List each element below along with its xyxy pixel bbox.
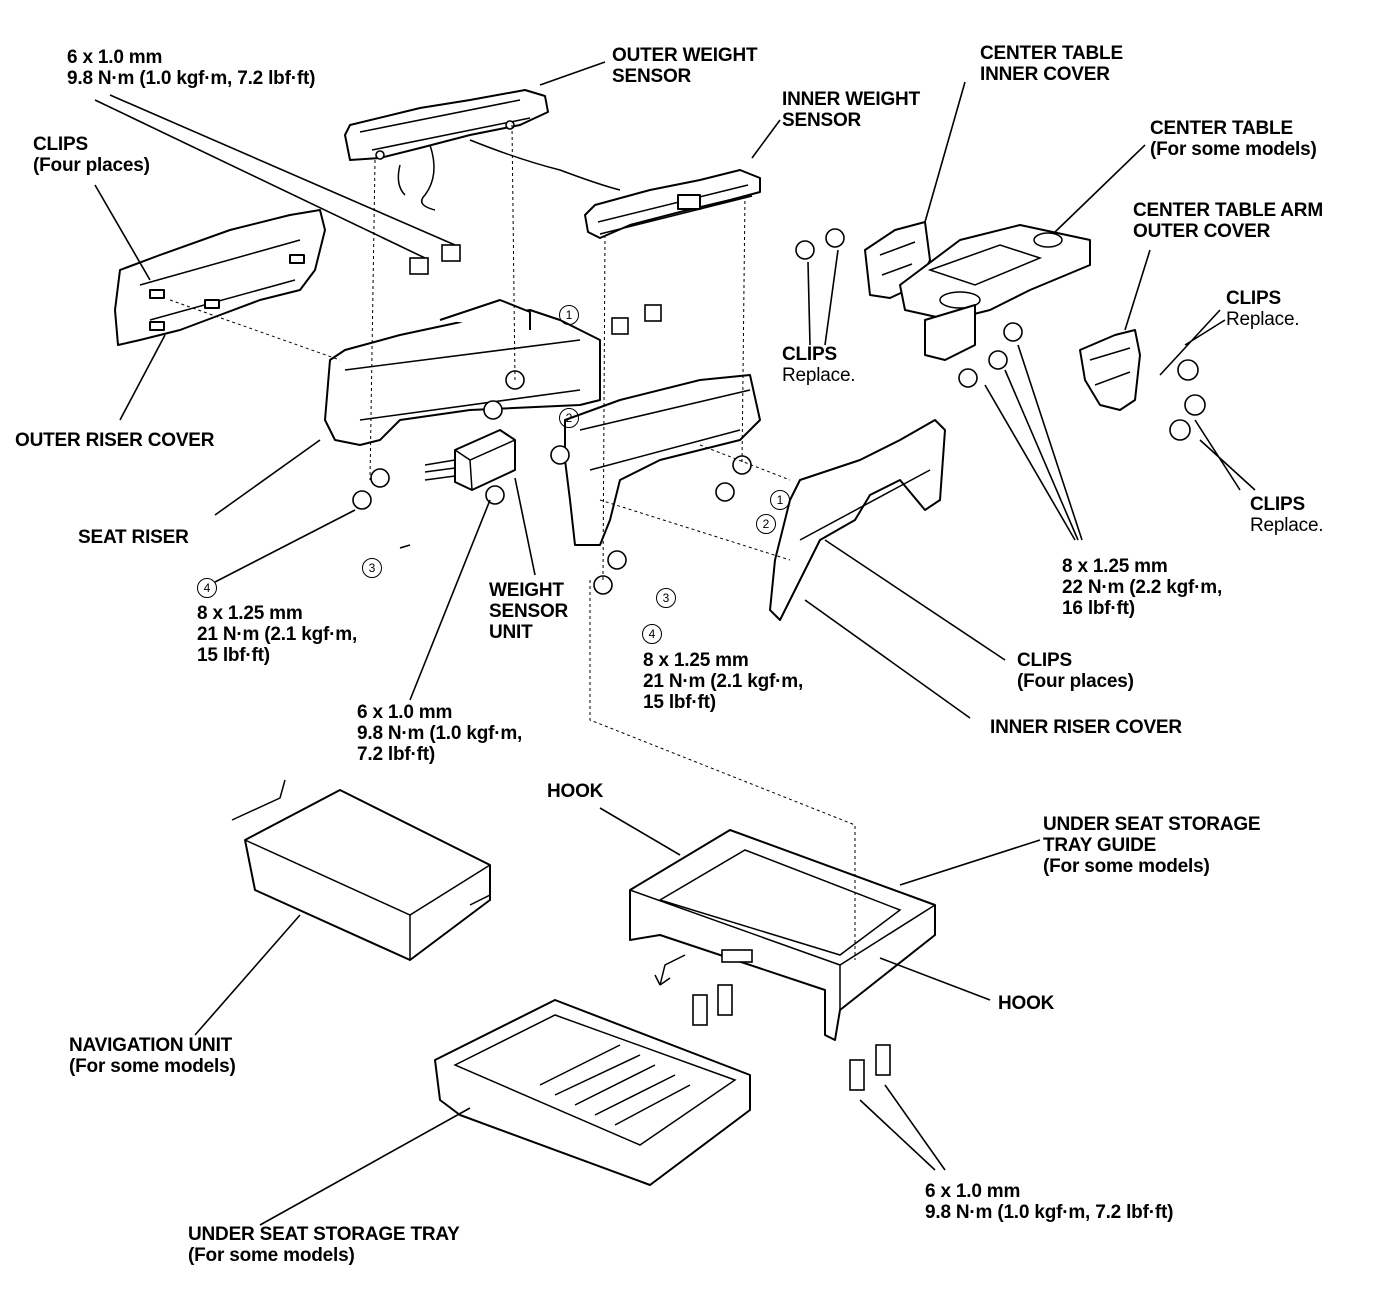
callout-3-a: 3 [362,558,382,578]
label-line: UNDER SEAT STORAGE [1043,814,1261,835]
label-center-table-inner-cover: CENTER TABLE INNER COVER [980,43,1123,85]
label-line: 7.2 lbf·ft) [357,744,436,765]
label-line: 22 N·m (2.2 kgf·m, [1062,577,1223,598]
label-line: (For some models) [188,1245,355,1266]
label-bolt-bottom: 6 x 1.0 mm 9.8 N·m (1.0 kgf·m, 7.2 lbf·f… [925,1181,1173,1223]
label-line: OUTER WEIGHT [612,45,758,66]
label-line: CLIPS [1226,288,1281,309]
leader-lines [94,61,1256,1226]
center-table-arm-outer-cover-part [1079,329,1206,441]
clips-left-part [795,228,845,260]
label-line: 6 x 1.0 mm [357,702,453,723]
label-line: 21 N·m (2.1 kgf·m, [197,624,358,645]
callout-2-b: 2 [756,514,776,534]
storage-tray-part [434,999,751,1186]
label-line: (Four places) [1017,671,1134,692]
label-line: Replace. [782,365,856,386]
label-line: 9.8 N·m (1.0 kgf·m, [357,723,523,744]
weight-sensor-unit-part [424,429,516,491]
label-navigation-unit: NAVIGATION UNIT (For some models) [69,1035,236,1077]
label-line: (Four places) [33,155,150,176]
label-line: 15 lbf·ft) [643,692,716,713]
label-seat-riser: SEAT RISER [78,527,189,548]
label-line: (For some models) [69,1056,236,1077]
label-center-table-arm-outer-cover: CENTER TABLE ARM OUTER COVER [1133,200,1323,242]
label-line: CENTER TABLE [1150,118,1293,139]
label-line: 21 N·m (2.1 kgf·m, [643,671,804,692]
label-inner-weight-sensor: INNER WEIGHT SENSOR [782,89,920,131]
label-weight-sensor-unit: WEIGHT SENSOR UNIT [489,580,568,643]
label-line: 9.8 N·m (1.0 kgf·m, 7.2 lbf·ft) [925,1202,1174,1223]
label-line: UNIT [489,622,533,643]
label-line: 8 x 1.25 mm [197,603,303,624]
label-outer-riser-cover: OUTER RISER COVER [15,430,215,451]
label-line: SENSOR [612,66,692,87]
center-table-part [899,224,1091,388]
label-bolt-top: 6 x 1.0 mm 9.8 N·m (1.0 kgf·m, 7.2 lbf·f… [67,47,315,89]
label-line: WEIGHT [489,580,564,601]
label-bolt-mid-6: 6 x 1.0 mm 9.8 N·m (1.0 kgf·m, 7.2 lbf·f… [357,702,522,765]
callout-1-a: 1 [559,305,579,325]
label-hook-right: HOOK [998,993,1055,1014]
label-line: CLIPS [782,344,837,365]
label-line: 16 lbf·ft) [1062,598,1135,619]
callout-4-a: 4 [197,578,217,598]
label-line: CLIPS [33,134,88,155]
label-bolt-right-8: 8 x 1.25 mm 22 N·m (2.2 kgf·m, 16 lbf·ft… [1062,556,1222,619]
callout-1-b: 1 [770,490,790,510]
label-outer-weight-sensor: OUTER WEIGHT SENSOR [612,45,758,87]
label-line: CLIPS [1017,650,1072,671]
label-line: 8 x 1.25 mm [643,650,749,671]
label-line: OUTER COVER [1133,221,1271,242]
label-line: 6 x 1.0 mm [67,47,163,68]
outer-riser-cover-part [114,209,326,346]
alignment-lines [169,124,856,960]
label-line: SENSOR [782,110,862,131]
label-line: CENTER TABLE [980,43,1123,64]
label-line: INNER WEIGHT [782,89,920,110]
label-line: TRAY GUIDE [1043,835,1157,856]
outer-weight-sensor-part [344,89,621,211]
inner-weight-sensor-part [584,169,761,239]
label-line: 15 lbf·ft) [197,645,270,666]
label-bolt-mid-8: 8 x 1.25 mm 21 N·m (2.1 kgf·m, 15 lbf·ft… [643,650,803,713]
tray-guide-part [629,829,936,1091]
label-line: (For some models) [1150,139,1317,160]
label-line: NAVIGATION UNIT [69,1035,233,1056]
navigation-unit-part [231,779,491,961]
label-storage-tray: UNDER SEAT STORAGE TRAY (For some models… [188,1224,460,1266]
label-line: 8 x 1.25 mm [1062,556,1168,577]
label-clips-replace-1: CLIPS Replace. [1226,288,1300,330]
label-bolt-left-8: 8 x 1.25 mm 21 N·m (2.1 kgf·m, 15 lbf·ft… [197,603,357,666]
label-line: SENSOR [489,601,569,622]
label-clips-replace-3: CLIPS Replace. [1250,494,1324,536]
label-line: 9.8 N·m (1.0 kgf·m, 7.2 lbf·ft) [67,68,316,89]
label-clips-four-left: CLIPS (Four places) [33,134,150,176]
callout-3-b: 3 [656,588,676,608]
label-line: CENTER TABLE ARM [1133,200,1323,221]
label-center-table: CENTER TABLE (For some models) [1150,118,1317,160]
label-inner-riser-cover: INNER RISER COVER [990,717,1182,738]
callout-2-a: 2 [559,408,579,428]
label-line: Replace. [1250,515,1324,536]
label-line: 6 x 1.0 mm [925,1181,1021,1202]
label-clips-replace-2: CLIPS Replace. [782,344,856,386]
label-line: (For some models) [1043,856,1210,877]
callout-4-b: 4 [642,624,662,644]
seat-riser-part [324,299,761,546]
label-hook-top: HOOK [547,781,604,802]
label-tray-guide: UNDER SEAT STORAGE TRAY GUIDE (For some … [1043,814,1261,877]
inner-riser-cover-part [769,419,946,621]
label-clips-four-right: CLIPS (Four places) [1017,650,1134,692]
label-line: INNER COVER [980,64,1110,85]
label-line: CLIPS [1250,494,1305,515]
label-line: Replace. [1226,309,1300,330]
label-line: UNDER SEAT STORAGE TRAY [188,1224,460,1245]
